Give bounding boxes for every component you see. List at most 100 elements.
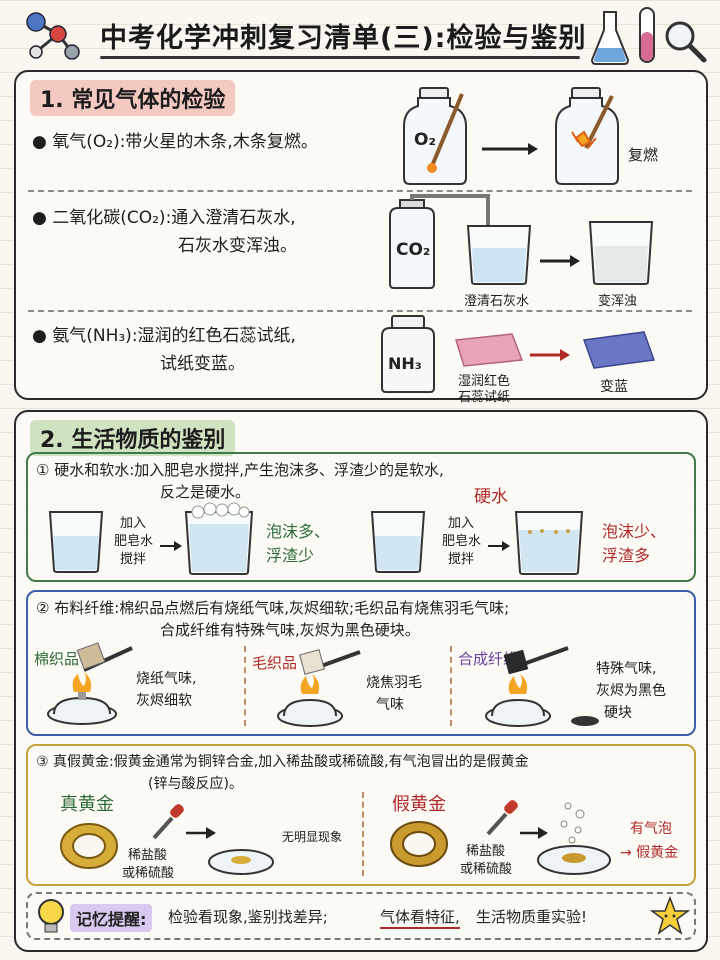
- memo-box: [26, 892, 696, 940]
- gold-ring-icon: [388, 818, 450, 870]
- nh3-jar-label: NH₃: [388, 354, 422, 373]
- blue-litmus-paper: [582, 330, 656, 370]
- oxygen-jar-label: O₂: [414, 130, 436, 150]
- co2-bottle: [384, 194, 544, 290]
- alcohol-lamp-icon: [268, 644, 364, 730]
- memo-text-a: 检验看现象,鉴别找差异;: [168, 908, 328, 926]
- real-gold-title: 真黄金: [60, 794, 114, 815]
- real-gold-result: 无明显现象: [282, 830, 343, 844]
- nh3-bottle: [378, 315, 438, 394]
- arrow-icon: [186, 824, 216, 839]
- gold-ring-icon: [58, 820, 120, 872]
- acid-label-2: 或稀硫酸: [460, 862, 513, 877]
- hard-water-title: 硬水: [474, 487, 508, 507]
- red-litmus-paper: [454, 332, 524, 368]
- arrow-icon: [540, 252, 580, 267]
- alcohol-lamp-icon: [476, 644, 572, 730]
- hard-result-2: 浮渣多: [602, 546, 651, 565]
- dropper-icon: [482, 800, 522, 840]
- foamy-beaker: [184, 500, 254, 576]
- magnifier-icon: [662, 18, 708, 64]
- nh3-text-2: 试纸变蓝。: [160, 354, 245, 374]
- synthetic-title: 合成纤维: [458, 650, 519, 668]
- hard-result-1: 泡沫少、: [602, 522, 667, 541]
- wool-result-2: 气味: [376, 697, 404, 713]
- cotton-result-2: 灰烬细软: [136, 693, 192, 709]
- cotton-title: 棉织品: [34, 650, 80, 668]
- arrow-icon: [520, 824, 548, 839]
- limewater-beaker: [464, 224, 534, 286]
- fake-gold-result-1: 有气泡: [630, 821, 672, 837]
- nh3-text-1: ● 氨气(NH₃):湿润的红色石蕊试纸,: [32, 326, 296, 346]
- soap-step-2: 肥皂水: [114, 534, 154, 549]
- acid-label-1: 稀盐酸: [128, 848, 168, 863]
- dashed-separator: [244, 646, 246, 726]
- oxygen-jar: [400, 86, 470, 186]
- soft-result-2: 浮渣少: [266, 546, 315, 565]
- black-ash-icon: [570, 712, 600, 726]
- soap-step-1: 加入: [120, 516, 147, 531]
- red-litmus-label-1: 湿润红色: [458, 374, 511, 389]
- fake-gold-result-2: → 假黄金: [620, 845, 679, 861]
- dish-icon: [206, 844, 276, 878]
- arrow-icon: [160, 536, 182, 551]
- gold-text-2: (锌与酸反应)。: [148, 776, 243, 792]
- soap-step-3: 搅拌: [448, 552, 475, 567]
- soap-step-1: 加入: [448, 516, 475, 531]
- synthetic-result-3: 硬块: [604, 705, 632, 721]
- co2-text-2: 石灰水变浑浊。: [178, 236, 297, 256]
- water-text-1: ① 硬水和软水:加入肥皂水搅拌,产生泡沫多、浮渣少的是软水,: [36, 461, 444, 479]
- blue-result-label: 变蓝: [600, 379, 628, 395]
- cotton-result-1: 烧纸气味,: [136, 671, 197, 687]
- acid-label-1: 稀盐酸: [466, 844, 506, 859]
- water-beaker: [48, 510, 104, 574]
- synthetic-result-1: 特殊气味,: [596, 661, 657, 677]
- memo-label: 记忆提醒:: [70, 904, 153, 932]
- cloudy-label: 变浑浊: [598, 294, 638, 309]
- memo-text-b: 气体看特征,: [380, 906, 460, 929]
- water-beaker: [370, 510, 426, 574]
- relight-label: 复燃: [628, 146, 659, 164]
- co2-jar-label: CO₂: [396, 240, 431, 260]
- acid-label-2: 或稀硫酸: [122, 866, 175, 881]
- fiber-text-2: 合成纤维有特殊气味,灰烬为黑色硬块。: [160, 621, 420, 639]
- title-underline: [100, 56, 580, 59]
- wool-title: 毛织品: [252, 654, 298, 672]
- divider: [28, 310, 692, 312]
- alcohol-lamp-icon: [40, 640, 136, 730]
- water-text-2: 反之是硬水。: [160, 483, 251, 501]
- soft-result-1: 泡沫多、: [266, 522, 331, 541]
- section-1-title: 1. 常见气体的检验: [30, 80, 236, 116]
- fiber-panel: [26, 590, 696, 736]
- dashed-separator: [362, 792, 364, 876]
- memo-text-c: 生活物质重实验!: [476, 908, 588, 926]
- gold-text-1: ③ 真假黄金:假黄金通常为铜锌合金,加入稀盐酸或稀硫酸,有气泡冒出的是假黄金: [36, 754, 529, 770]
- co2-text-1: ● 二氧化碳(CO₂):通入澄清石灰水,: [32, 208, 296, 228]
- star-icon: [649, 895, 691, 936]
- gold-panel: [26, 744, 696, 886]
- soap-step-3: 搅拌: [120, 552, 147, 567]
- oxygen-text: ● 氧气(O₂):带火星的木条,木条复燃。: [32, 132, 318, 152]
- scummy-beaker: [514, 508, 584, 576]
- red-litmus-label-2: 石蕊试纸: [458, 390, 511, 405]
- arrow-icon: [482, 140, 538, 155]
- lightbulb-icon: [34, 896, 68, 936]
- synthetic-result-2: 灰烬为黑色: [596, 683, 666, 699]
- dashed-separator: [450, 646, 452, 726]
- limewater-label: 澄清石灰水: [464, 294, 530, 309]
- bubbling-dish-icon: [534, 796, 614, 880]
- arrow-icon: [530, 346, 570, 361]
- fiber-text-1: ② 布料纤维:棉织品点燃后有烧纸气味,灰烬细软;毛织品有烧焦羽毛气味;: [36, 599, 510, 617]
- arrow-icon: [488, 536, 510, 551]
- dropper-icon: [148, 804, 188, 844]
- cloudy-beaker: [586, 220, 656, 286]
- molecule-icon: [14, 8, 86, 64]
- soap-step-2: 肥皂水: [442, 534, 482, 549]
- water-panel: [26, 452, 696, 582]
- wool-result-1: 烧焦羽毛: [366, 675, 422, 691]
- fake-gold-title: 假黄金: [392, 794, 446, 815]
- page-title: 中考化学冲刺复习清单(三):检验与鉴别: [100, 23, 587, 54]
- divider: [28, 190, 692, 192]
- test-tube-icon: [636, 6, 658, 68]
- flask-icon: [588, 8, 632, 66]
